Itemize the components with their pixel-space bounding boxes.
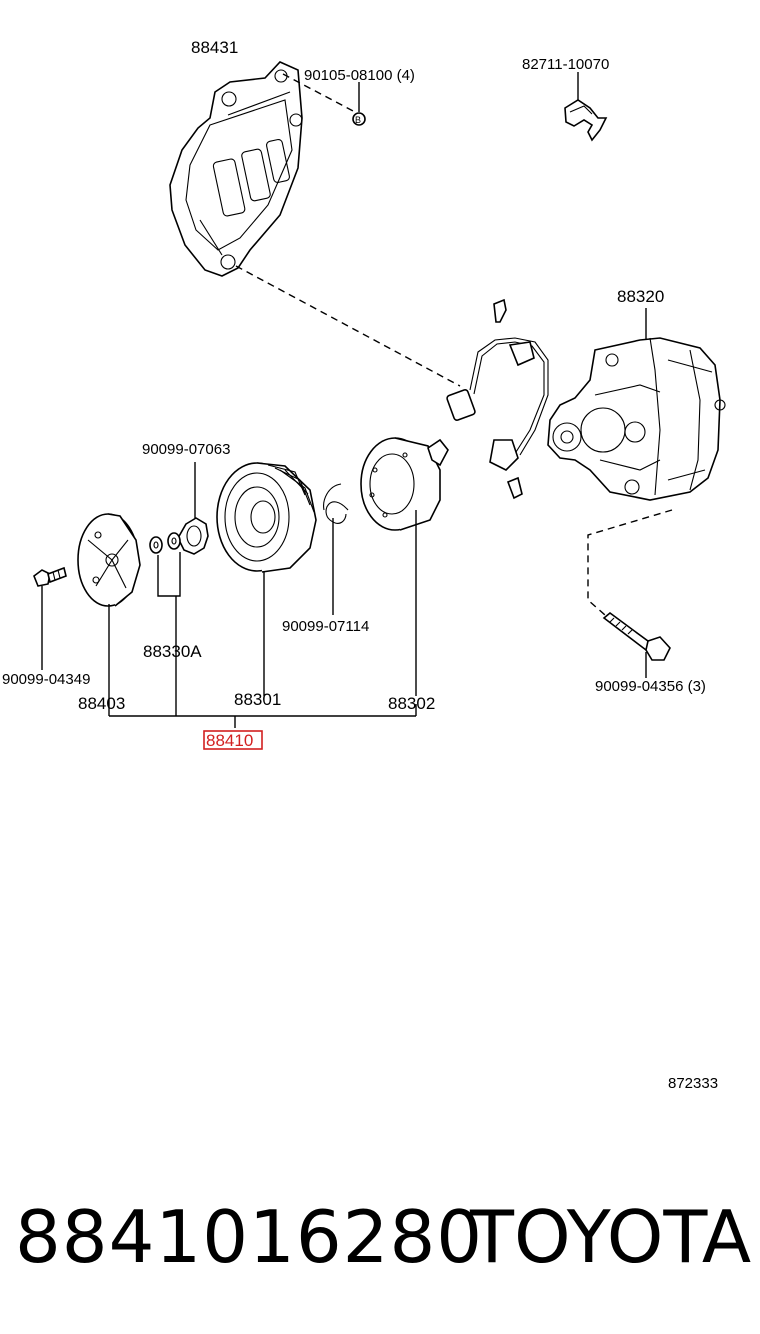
label-shim: 90099-07063: [142, 441, 230, 458]
washers-icon: [149, 532, 181, 554]
footer: 8841016280 TOYOTA: [0, 1185, 760, 1295]
label-stator: 88302: [388, 694, 435, 713]
label-washers: 88330A: [143, 642, 202, 661]
label-clip: 82711-10070: [522, 56, 609, 73]
bracket-drawing: [169, 61, 303, 277]
clutch-assembly-highlight: [203, 730, 263, 750]
hub-plate-drawing: [77, 513, 141, 607]
bolt-top-icon: B: [352, 112, 366, 126]
label-bolt-top: 90105-08100 (4): [304, 67, 415, 84]
wire-harness-drawing: [446, 298, 549, 500]
snap-ring-icon: [323, 483, 349, 524]
shim-icon: [177, 517, 209, 555]
clip-drawing: [564, 99, 608, 142]
stator-drawing: [360, 437, 449, 531]
label-bracket: 88431: [191, 38, 238, 57]
footer-brand: TOYOTA: [470, 1195, 752, 1279]
label-compressor: 88320: [617, 287, 664, 306]
compressor-drawing: [547, 337, 726, 501]
bolt-right-icon: [602, 611, 671, 661]
footer-part-number: 8841016280: [15, 1195, 484, 1279]
svg-text:B: B: [355, 115, 361, 125]
label-pulley: 88301: [234, 690, 281, 709]
parts-diagram: B: [2, 38, 726, 1092]
label-bolt-right: 90099-04356 (3): [595, 678, 706, 695]
bolt-left-icon: [33, 566, 67, 587]
pulley-drawing: [216, 462, 317, 573]
label-snap-ring: 90099-07114: [282, 618, 369, 635]
label-bolt-left: 90099-04349: [2, 671, 90, 688]
diagram-id: 872333: [668, 1075, 718, 1092]
label-clutch-assembly[interactable]: 88410: [206, 731, 253, 750]
label-hub: 88403: [78, 694, 125, 713]
